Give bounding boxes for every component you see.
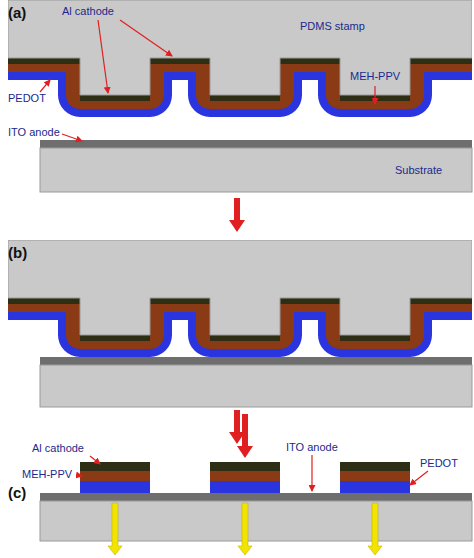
light-emission-arrows <box>108 503 382 555</box>
layer-label: PEDOT <box>8 92 46 105</box>
ito-anode <box>40 140 472 148</box>
layer-label: Al cathode <box>62 5 114 18</box>
layer-label: ITO anode <box>286 441 338 454</box>
stamp-assembly-a <box>8 0 472 95</box>
layer-label: PEDOT <box>420 457 458 470</box>
ito-anode <box>40 493 472 501</box>
substrate <box>40 365 472 407</box>
device-c <box>40 462 472 555</box>
panel-letter: (b) <box>8 244 27 261</box>
layer-label: ITO anode <box>8 126 60 139</box>
panel-letter: (a) <box>8 4 26 21</box>
pdms-stamp <box>8 0 472 95</box>
panel-letter: (c) <box>8 484 26 501</box>
layer-label: Al cathode <box>32 442 84 455</box>
layer-label: MEH-PPV <box>350 70 400 83</box>
substrate <box>40 501 472 541</box>
substrate <box>40 148 472 192</box>
layer-label: MEH-PPV <box>22 468 72 481</box>
pixel-stacks <box>80 462 410 493</box>
ito-anode <box>40 357 472 365</box>
pdms-stamp <box>8 240 472 335</box>
part-label: PDMS stamp <box>300 20 365 33</box>
process-arrows <box>229 198 253 458</box>
leader-lines <box>40 20 428 491</box>
stamp-assembly-b <box>8 240 472 407</box>
part-label: Substrate <box>395 164 442 177</box>
